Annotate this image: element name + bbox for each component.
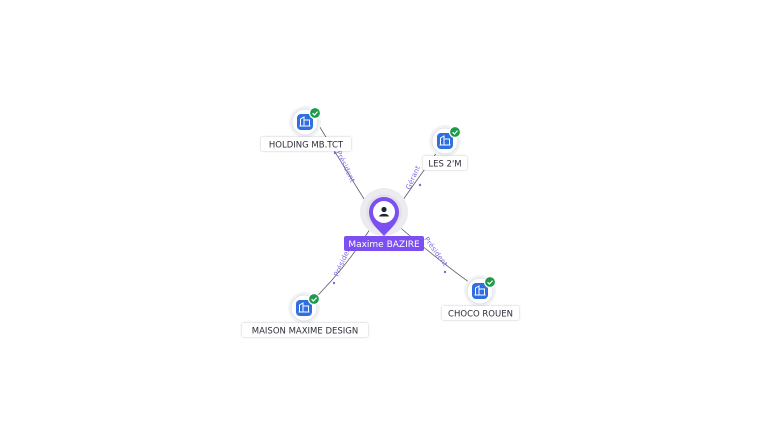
verified-check-icon bbox=[307, 292, 321, 306]
person-icon bbox=[379, 206, 389, 217]
company-node-maison[interactable]: MAISON MAXIME DESIGN bbox=[242, 292, 368, 337]
company-node-holding[interactable]: HOLDING MB.TCT bbox=[261, 106, 351, 151]
company-label-les2m: LES 2'M bbox=[428, 160, 461, 170]
verified-check-icon bbox=[448, 125, 462, 139]
edge-label-holding: Président bbox=[334, 149, 356, 184]
verified-check-icon bbox=[483, 275, 497, 289]
person-node[interactable]: Maxime BAZIRE bbox=[344, 188, 424, 251]
edge-label-choco: Président bbox=[422, 235, 449, 268]
building-icon bbox=[297, 114, 313, 130]
company-label-holding: HOLDING MB.TCT bbox=[269, 141, 344, 151]
company-node-choco[interactable]: CHOCO ROUEN bbox=[442, 275, 519, 320]
edge-les2m-arrow bbox=[418, 183, 422, 187]
person-label: Maxime BAZIRE bbox=[348, 240, 420, 250]
building-icon bbox=[472, 283, 488, 299]
edge-choco-arrow bbox=[443, 270, 447, 274]
company-label-maison: MAISON MAXIME DESIGN bbox=[252, 327, 358, 337]
edge-label-les2m: Gérant bbox=[405, 164, 423, 190]
building-icon bbox=[296, 300, 312, 316]
company-node-les2m[interactable]: LES 2'M bbox=[423, 125, 467, 170]
edge-maison-arrow bbox=[332, 281, 336, 285]
company-label-choco: CHOCO ROUEN bbox=[448, 310, 513, 320]
edge-holding-arrow bbox=[333, 151, 337, 155]
verified-check-icon bbox=[308, 106, 322, 120]
building-icon bbox=[437, 133, 453, 149]
